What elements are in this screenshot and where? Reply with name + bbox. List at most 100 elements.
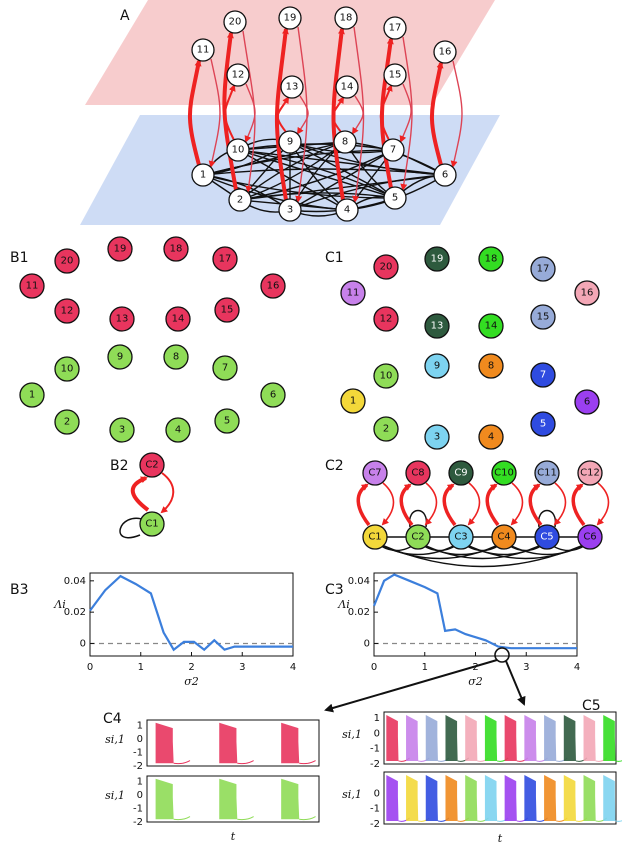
node-circle [54, 409, 80, 435]
node-c5: C5 [534, 524, 560, 550]
node-17: 17 [212, 246, 238, 272]
node-label: 15 [537, 312, 550, 323]
node-7: 7 [381, 138, 405, 162]
trace-frame [383, 711, 617, 765]
burst [563, 715, 576, 761]
node-circle [107, 236, 133, 262]
node-label: 3 [287, 205, 293, 216]
node-16: 16 [433, 40, 457, 64]
node-1: 1 [19, 382, 45, 408]
node-label: 10 [380, 371, 393, 382]
y-axis-label: si,1 [105, 733, 125, 746]
burst [406, 715, 419, 761]
node-label: 17 [537, 264, 550, 275]
edge [239, 141, 346, 201]
y-tick-label: -1 [370, 804, 380, 815]
recovery-trace [237, 816, 254, 821]
node-label: 20 [380, 262, 393, 273]
panel-label-c1: C1 [325, 250, 344, 266]
node-circle [226, 138, 250, 162]
edge [202, 149, 394, 176]
burst [603, 715, 616, 761]
node-label: 12 [232, 70, 245, 81]
burst [219, 722, 238, 764]
panel-label-c4: C4 [103, 711, 122, 727]
node-label: 10 [232, 145, 245, 156]
node-circle [478, 353, 504, 379]
node-circle [373, 363, 399, 389]
x-tick-label: 4 [290, 662, 296, 673]
node-label: 14 [341, 82, 354, 93]
node-circle [381, 138, 405, 162]
x-tick-label: 0 [371, 662, 377, 673]
node-circle [373, 254, 399, 280]
y-tick-label: 1 [137, 776, 143, 787]
panel-label-c3: C3 [325, 582, 344, 598]
y-tick-label: 0 [137, 734, 143, 745]
node-circle [109, 306, 135, 332]
node-c10: C10 [491, 460, 517, 486]
node-label: 19 [114, 244, 127, 255]
node-circle [478, 424, 504, 450]
node-circle [212, 355, 238, 381]
panel-label-a: A [120, 8, 130, 24]
burst [281, 722, 300, 764]
c3-selected-point-circle [494, 647, 510, 663]
burst [425, 715, 438, 761]
node-label: 16 [439, 47, 452, 58]
node-label: C11 [537, 468, 557, 479]
node-circle [574, 389, 600, 415]
node-label: 9 [117, 352, 123, 363]
node-circle [139, 511, 165, 537]
arrow-to-c5 [505, 660, 526, 706]
b2-self-loop [119, 517, 146, 539]
panel-c4: C4 10-1-2si,110-1-2si,1t [103, 711, 320, 843]
node-19: 19 [278, 6, 302, 30]
node-label: 15 [389, 70, 402, 81]
node-circle [163, 236, 189, 262]
node-circle [228, 188, 252, 212]
node-circle [373, 416, 399, 442]
burst [524, 715, 537, 761]
node-15: 15 [383, 63, 407, 87]
node-label: 18 [485, 254, 498, 265]
c2-edge [374, 541, 591, 568]
y-tick-label: -2 [133, 817, 143, 828]
node-label: C6 [583, 532, 596, 543]
node-12: 12 [54, 298, 80, 324]
node-circle [530, 411, 556, 437]
b2-arrow-down [160, 472, 175, 514]
node-circle [19, 273, 45, 299]
node-4: 4 [335, 198, 359, 222]
node-label: C3 [454, 532, 467, 543]
node-circle [478, 246, 504, 272]
node-label: 1 [350, 396, 356, 407]
node-label: 2 [64, 417, 70, 428]
node-8: 8 [163, 344, 189, 370]
node-label: C1 [368, 532, 381, 543]
burst [524, 775, 537, 821]
y-tick-label: 0.02 [64, 607, 86, 618]
c2-arrow-down [510, 482, 524, 526]
node-10: 10 [373, 363, 399, 389]
panel-label-b1: B1 [10, 250, 29, 266]
node-circle [448, 460, 474, 486]
node-4: 4 [165, 417, 191, 443]
node-label: 1 [29, 390, 35, 401]
node-label: 7 [540, 370, 546, 381]
node-label: 5 [540, 419, 546, 430]
node-label: 8 [488, 361, 494, 372]
node-circle [107, 344, 133, 370]
node-label: 17 [389, 23, 402, 34]
burst [406, 775, 419, 821]
burst [425, 775, 438, 821]
node-13: 13 [280, 75, 304, 99]
node-9: 9 [107, 344, 133, 370]
c2-edge [417, 541, 548, 560]
arrow-down [351, 95, 364, 135]
